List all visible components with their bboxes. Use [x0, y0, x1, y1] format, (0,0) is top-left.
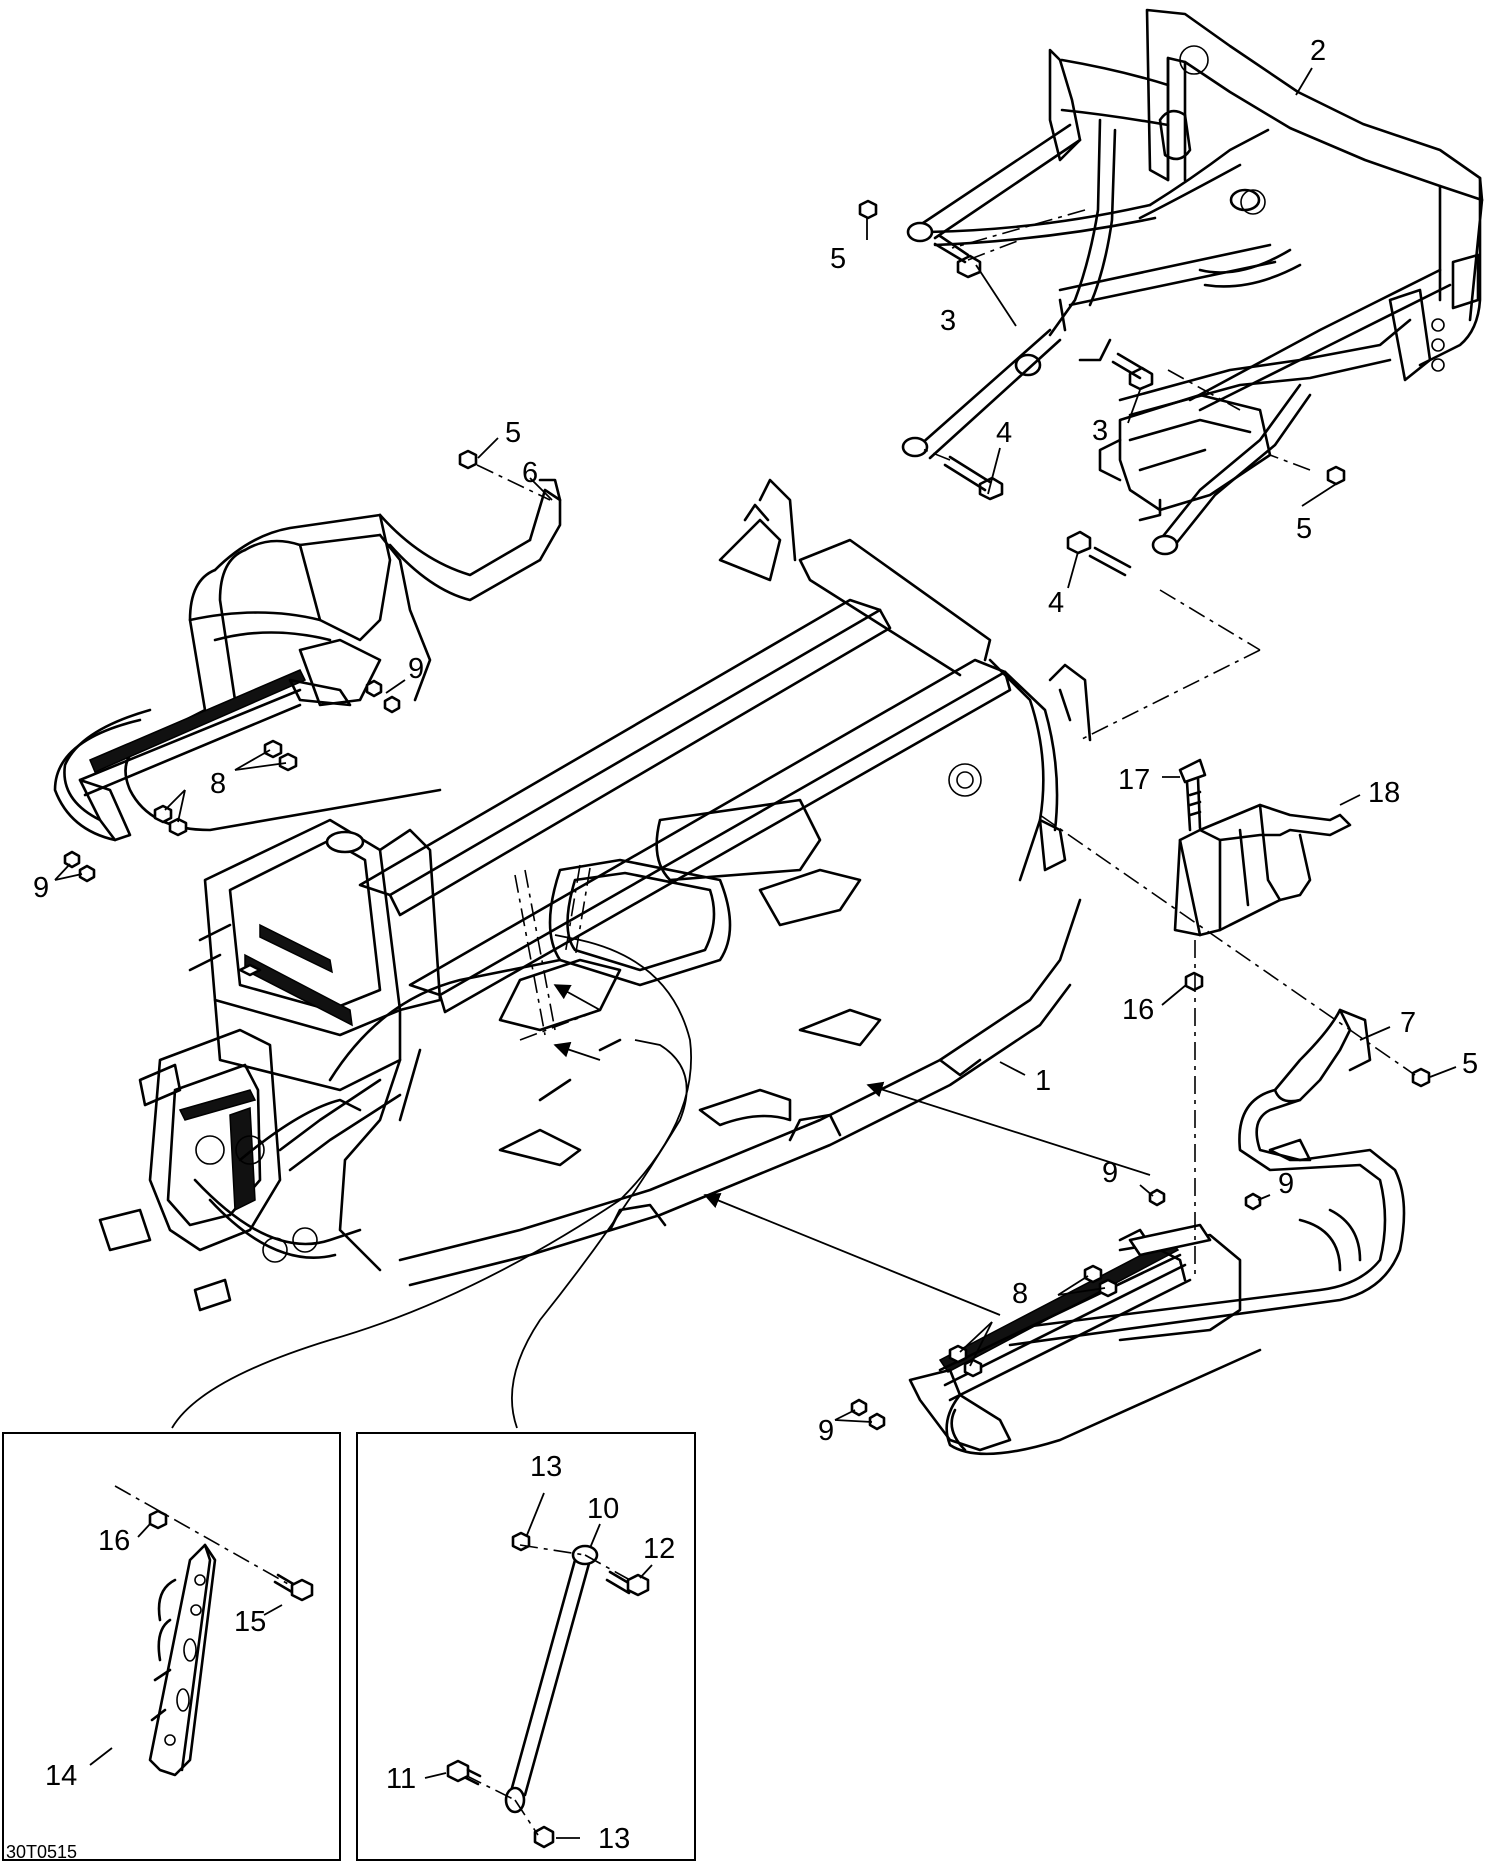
- callout-2: 2: [1310, 35, 1326, 67]
- callout-5-right: 5: [1462, 1048, 1478, 1080]
- rear-subframe: [901, 8, 1484, 556]
- callout-13-lower: 13: [598, 1823, 630, 1855]
- callout-8-left: 8: [210, 768, 226, 800]
- right-footrest: [908, 1008, 1406, 1456]
- callout-9-right-b: 9: [1278, 1168, 1294, 1200]
- callout-16-detail: 16: [98, 1525, 130, 1557]
- callout-11: 11: [386, 1763, 416, 1795]
- callout-18: 18: [1368, 777, 1400, 809]
- callout-14: 14: [45, 1760, 77, 1792]
- callout-9-right-lower: 9: [818, 1415, 834, 1447]
- bolt-17: [1178, 758, 1207, 832]
- callout-labels: 1 2 3 3 4 4 5 5 5 5 6 7 8 8 9 9 9 9 9 10…: [6, 35, 1478, 1862]
- callout-5-middle: 5: [1296, 513, 1312, 545]
- left-footrest: [53, 478, 562, 842]
- callout-17: 17: [1118, 764, 1150, 796]
- callout-16-main: 16: [1122, 994, 1154, 1026]
- fasteners: [63, 199, 1431, 1431]
- callout-10: 10: [587, 1493, 619, 1525]
- assembly-lines: [476, 209, 1416, 1280]
- support-bracket: [1173, 803, 1352, 937]
- callout-3-lower: 3: [1092, 415, 1108, 447]
- callout-9-left-lower: 9: [33, 872, 49, 904]
- callout-7: 7: [1400, 1007, 1416, 1039]
- locator-arrows: [171, 934, 1151, 1429]
- detail-box-b: [356, 1432, 696, 1861]
- callout-leaders: [54, 67, 1457, 1423]
- callout-5-rear: 5: [830, 243, 846, 275]
- main-frame: [98, 478, 1092, 1312]
- detail-box-a: [2, 1432, 341, 1861]
- callout-6: 6: [522, 457, 538, 489]
- callout-4-upper: 4: [996, 417, 1012, 449]
- callout-15: 15: [234, 1606, 266, 1638]
- callout-1: 1: [1035, 1065, 1051, 1097]
- callout-8-right: 8: [1012, 1278, 1028, 1310]
- callout-3-upper: 3: [940, 305, 956, 337]
- callout-13-upper: 13: [530, 1451, 562, 1483]
- callout-4-lower: 4: [1048, 587, 1064, 619]
- callout-9-right-a: 9: [1102, 1157, 1118, 1189]
- callout-9-left-upper: 9: [408, 653, 424, 685]
- reference-code: 30T0515: [6, 1842, 77, 1862]
- callout-5-left: 5: [505, 417, 521, 449]
- callout-12: 12: [643, 1533, 675, 1565]
